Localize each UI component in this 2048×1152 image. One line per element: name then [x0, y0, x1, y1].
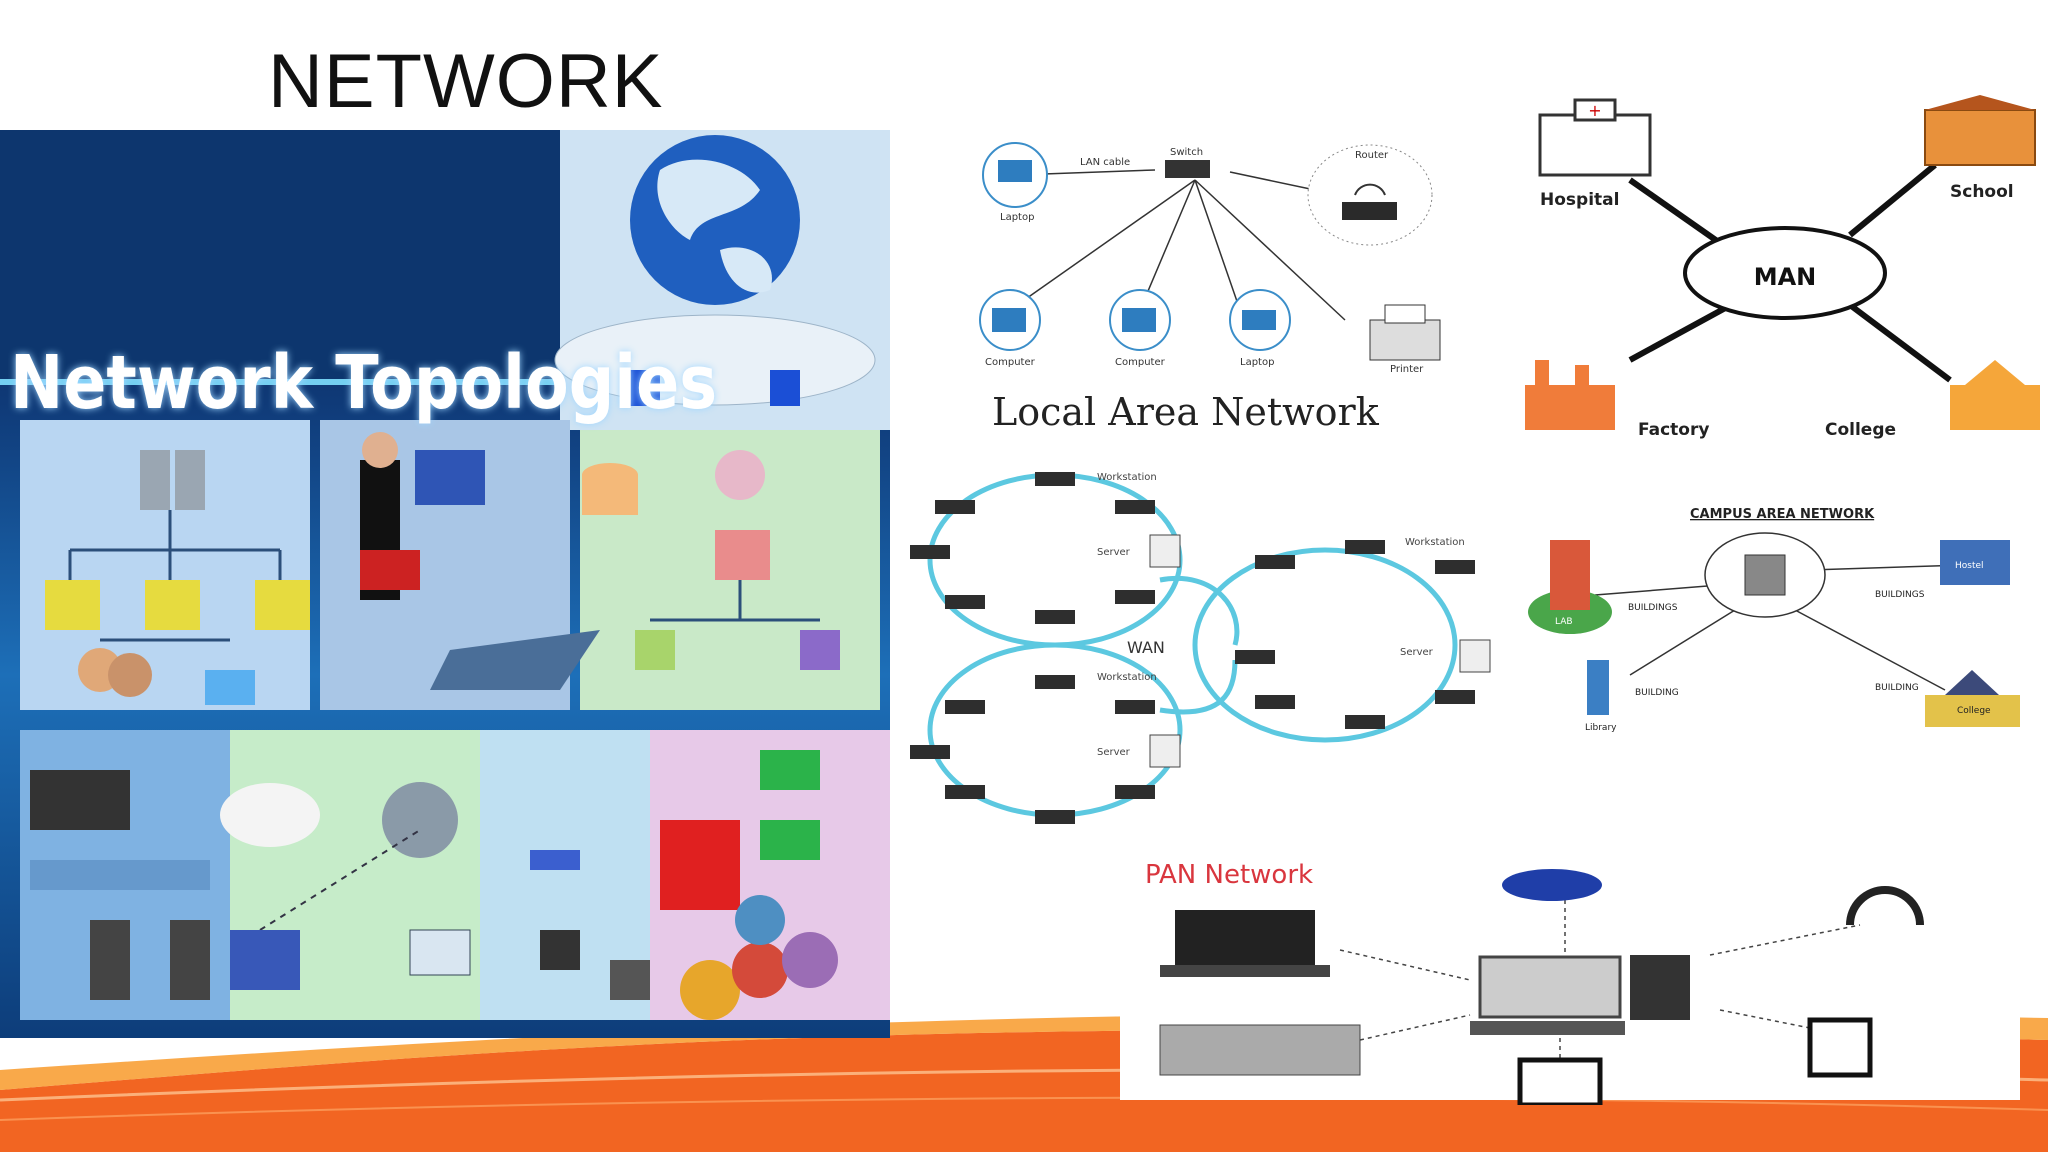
workstation-label: Workstation [1097, 672, 1157, 683]
computer-icon [992, 308, 1026, 332]
lan-caption: Local Area Network [992, 390, 1380, 434]
college-label: College [1825, 420, 1896, 440]
mouse-icon [1502, 869, 1602, 901]
server-label: Server [1097, 747, 1131, 758]
router-icon [1342, 202, 1397, 220]
laptop-label: Laptop [1240, 357, 1274, 368]
campus-area-network-diagram: CAMPUS AREA NETWORK LAB Hostel Library C… [1528, 507, 2020, 733]
library-building-icon [1587, 660, 1609, 715]
computer-icon [1122, 308, 1156, 332]
lab-building-icon [1550, 540, 1590, 610]
college-icon [1950, 360, 2040, 430]
factory-icon [1525, 360, 1615, 430]
school-icon [1924, 95, 2036, 166]
hostel-label: Hostel [1955, 561, 1984, 571]
workstation-label: Workstation [1097, 472, 1157, 483]
svg-text:+: + [1588, 101, 1601, 120]
workstation-label: Workstation [1405, 537, 1465, 548]
laptop-icon [998, 160, 1032, 182]
router-label: Router [1355, 150, 1389, 161]
factory-label: Factory [1638, 420, 1709, 440]
school-label: School [1950, 182, 2014, 202]
globe-icon [630, 135, 800, 305]
computer-label: Computer [1115, 357, 1166, 368]
building-label: BUILDING [1875, 683, 1919, 693]
server-icon [1744, 554, 1786, 596]
server-icon [1149, 534, 1491, 768]
college-building-icon [1925, 695, 2020, 727]
laptop-icon [1175, 910, 1315, 965]
workstation-icon [910, 472, 1475, 824]
man-diagram: MAN + Hospital School Factory College [1525, 95, 2040, 440]
man-center-label: MAN [1754, 263, 1817, 291]
pan-network-diagram: PAN Network [1145, 860, 1924, 1105]
can-title: CAMPUS AREA NETWORK [1690, 507, 1875, 522]
lan-cable-label: LAN cable [1080, 157, 1130, 168]
pan-title: PAN Network [1145, 860, 1313, 890]
tablet-icon [1517, 1057, 1603, 1105]
laptop-icon [1242, 310, 1276, 330]
hostel-building-icon [1940, 540, 2010, 585]
hospital-label: Hospital [1540, 190, 1619, 210]
network-topologies-image: Network Topologies [0, 130, 890, 1038]
printer-icon [1159, 1024, 1361, 1076]
building-label: BUILDING [1635, 688, 1679, 698]
network-topologies-title: Network Topologies [10, 340, 718, 426]
lan-diagram: LAN cable Switch Router Laptop Computer … [979, 142, 1441, 434]
server-label: Server [1097, 547, 1131, 558]
headset-icon [1846, 886, 1924, 926]
buildings-label: BUILDINGS [1875, 590, 1925, 600]
hospital-icon: + [1538, 98, 1652, 177]
printer-icon [1369, 319, 1441, 361]
server-label: Server [1400, 647, 1434, 658]
tablet-icon [1807, 1017, 1873, 1078]
switch-label: Switch [1170, 147, 1203, 158]
lab-label: LAB [1555, 617, 1573, 627]
slide-title: NETWORK [268, 39, 664, 124]
wan-center-label: WAN [1127, 638, 1165, 657]
printer-label: Printer [1390, 364, 1424, 375]
computer-label: Computer [985, 357, 1036, 368]
wan-diagram: Workstation Server Workstation Server Wo… [910, 472, 1491, 824]
library-label: Library [1585, 723, 1617, 733]
buildings-label: BUILDINGS [1628, 603, 1678, 613]
switch-icon [1165, 160, 1210, 178]
laptop-label: Laptop [1000, 212, 1034, 223]
college-label: College [1957, 706, 1991, 716]
desktop-computer-icon [1478, 955, 1622, 1019]
